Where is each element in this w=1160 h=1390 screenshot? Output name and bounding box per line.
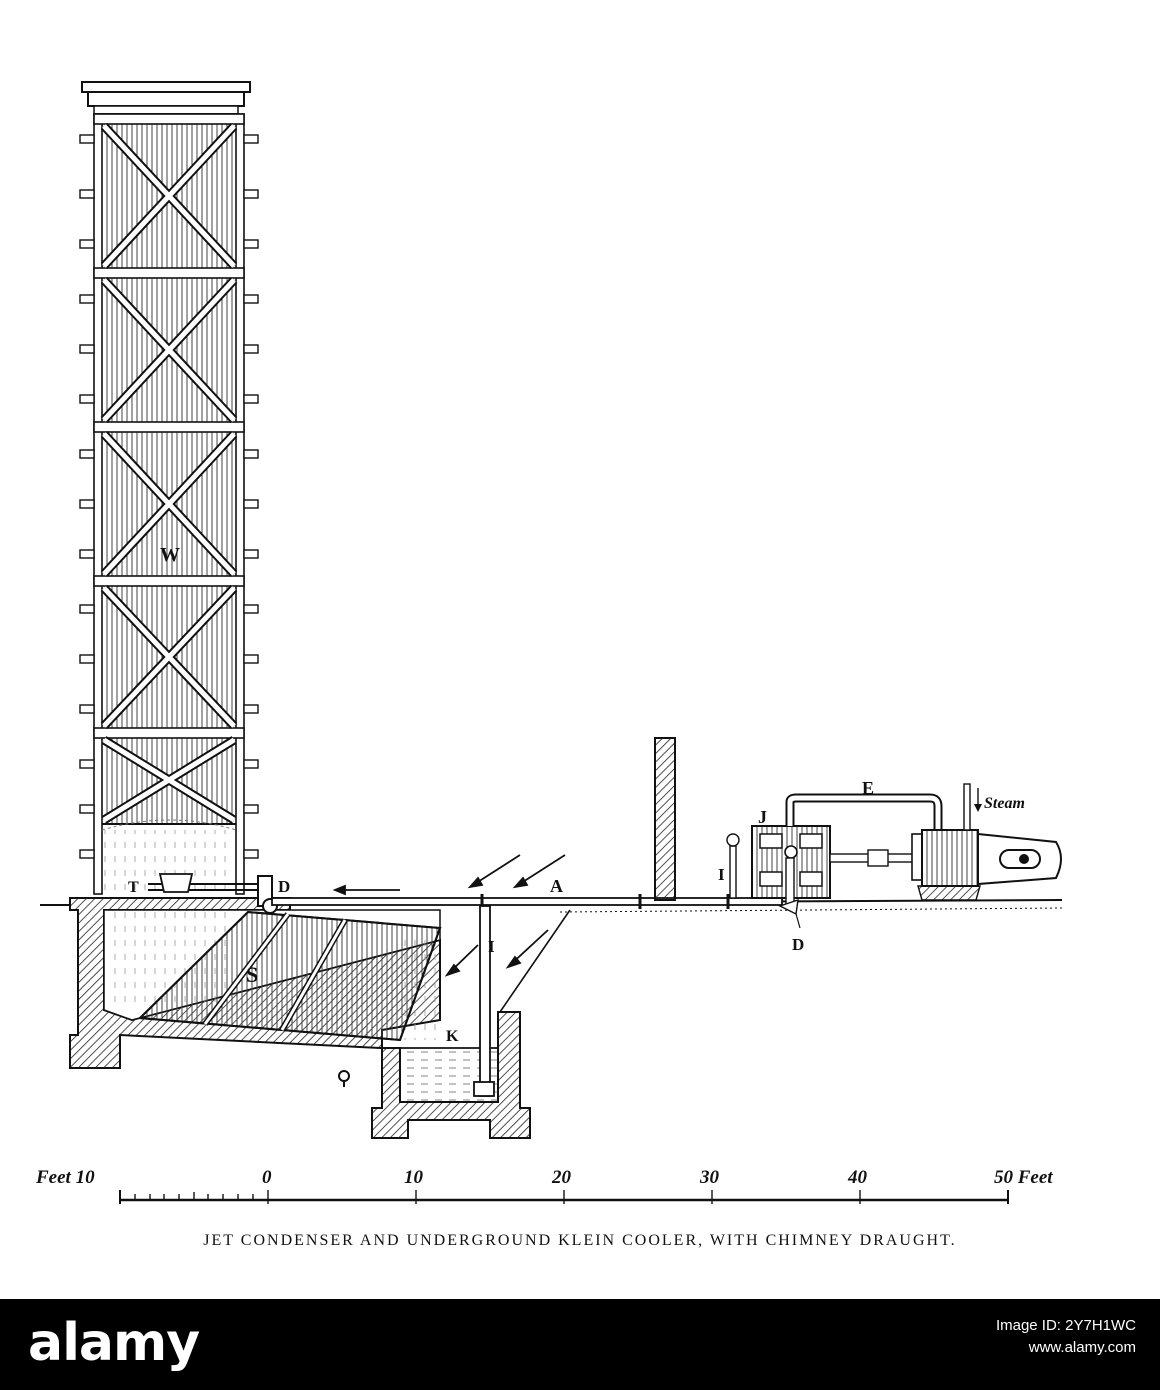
figure-caption: JET CONDENSER AND UNDERGROUND KLEIN COOL… bbox=[203, 1232, 957, 1249]
label-d-right: D bbox=[792, 935, 804, 954]
airflow-arrows bbox=[332, 854, 566, 977]
alamy-logo: alamy bbox=[28, 1313, 200, 1373]
label-t: T bbox=[128, 879, 139, 896]
label-w: W bbox=[160, 544, 180, 566]
label-s: S bbox=[246, 962, 258, 987]
label-a: A bbox=[550, 876, 563, 896]
label-k: K bbox=[446, 1028, 459, 1045]
scale-mark-40: 40 bbox=[847, 1167, 868, 1188]
chimney-wall bbox=[654, 737, 676, 901]
scale-mark-20: 20 bbox=[551, 1167, 572, 1188]
scale-mark-30: 30 bbox=[699, 1167, 720, 1188]
steam-engine: Steam bbox=[829, 783, 1062, 901]
image-id: Image ID: 2Y7H1WC bbox=[995, 1317, 1136, 1334]
watermark-footer: alamy Image ID: 2Y7H1WC www.alamy.com bbox=[0, 1299, 1160, 1390]
air-shaft bbox=[499, 909, 571, 1013]
label-e: E bbox=[862, 778, 874, 798]
cooling-tower: W bbox=[79, 81, 259, 895]
site-url: www.alamy.com bbox=[1028, 1339, 1136, 1356]
exhaust-pipe-e: E bbox=[785, 778, 943, 830]
jet-condenser: J I D bbox=[718, 807, 831, 954]
scale-mark-10: 10 bbox=[404, 1167, 424, 1188]
scale-left-label: Feet 10 bbox=[35, 1167, 95, 1188]
scale-mark-0: 0 bbox=[262, 1167, 272, 1188]
label-d-left: D bbox=[278, 877, 290, 896]
scale-bar: Feet 10 0 10 20 30 40 50 Feet bbox=[35, 1167, 1053, 1204]
diagram: W S K T D bbox=[35, 81, 1063, 1204]
footer-meta: Image ID: 2Y7H1WC www.alamy.com bbox=[996, 1315, 1136, 1359]
label-steam: Steam bbox=[984, 795, 1025, 812]
label-i-right: I bbox=[718, 865, 725, 884]
label-j: J bbox=[758, 807, 767, 827]
label-i-pipe: I bbox=[488, 937, 495, 956]
pump-column: I bbox=[473, 905, 495, 1097]
scale-right-label: 50 Feet bbox=[994, 1167, 1053, 1188]
cooler-basin: S K bbox=[69, 897, 531, 1139]
pipe-a: A bbox=[271, 876, 783, 909]
